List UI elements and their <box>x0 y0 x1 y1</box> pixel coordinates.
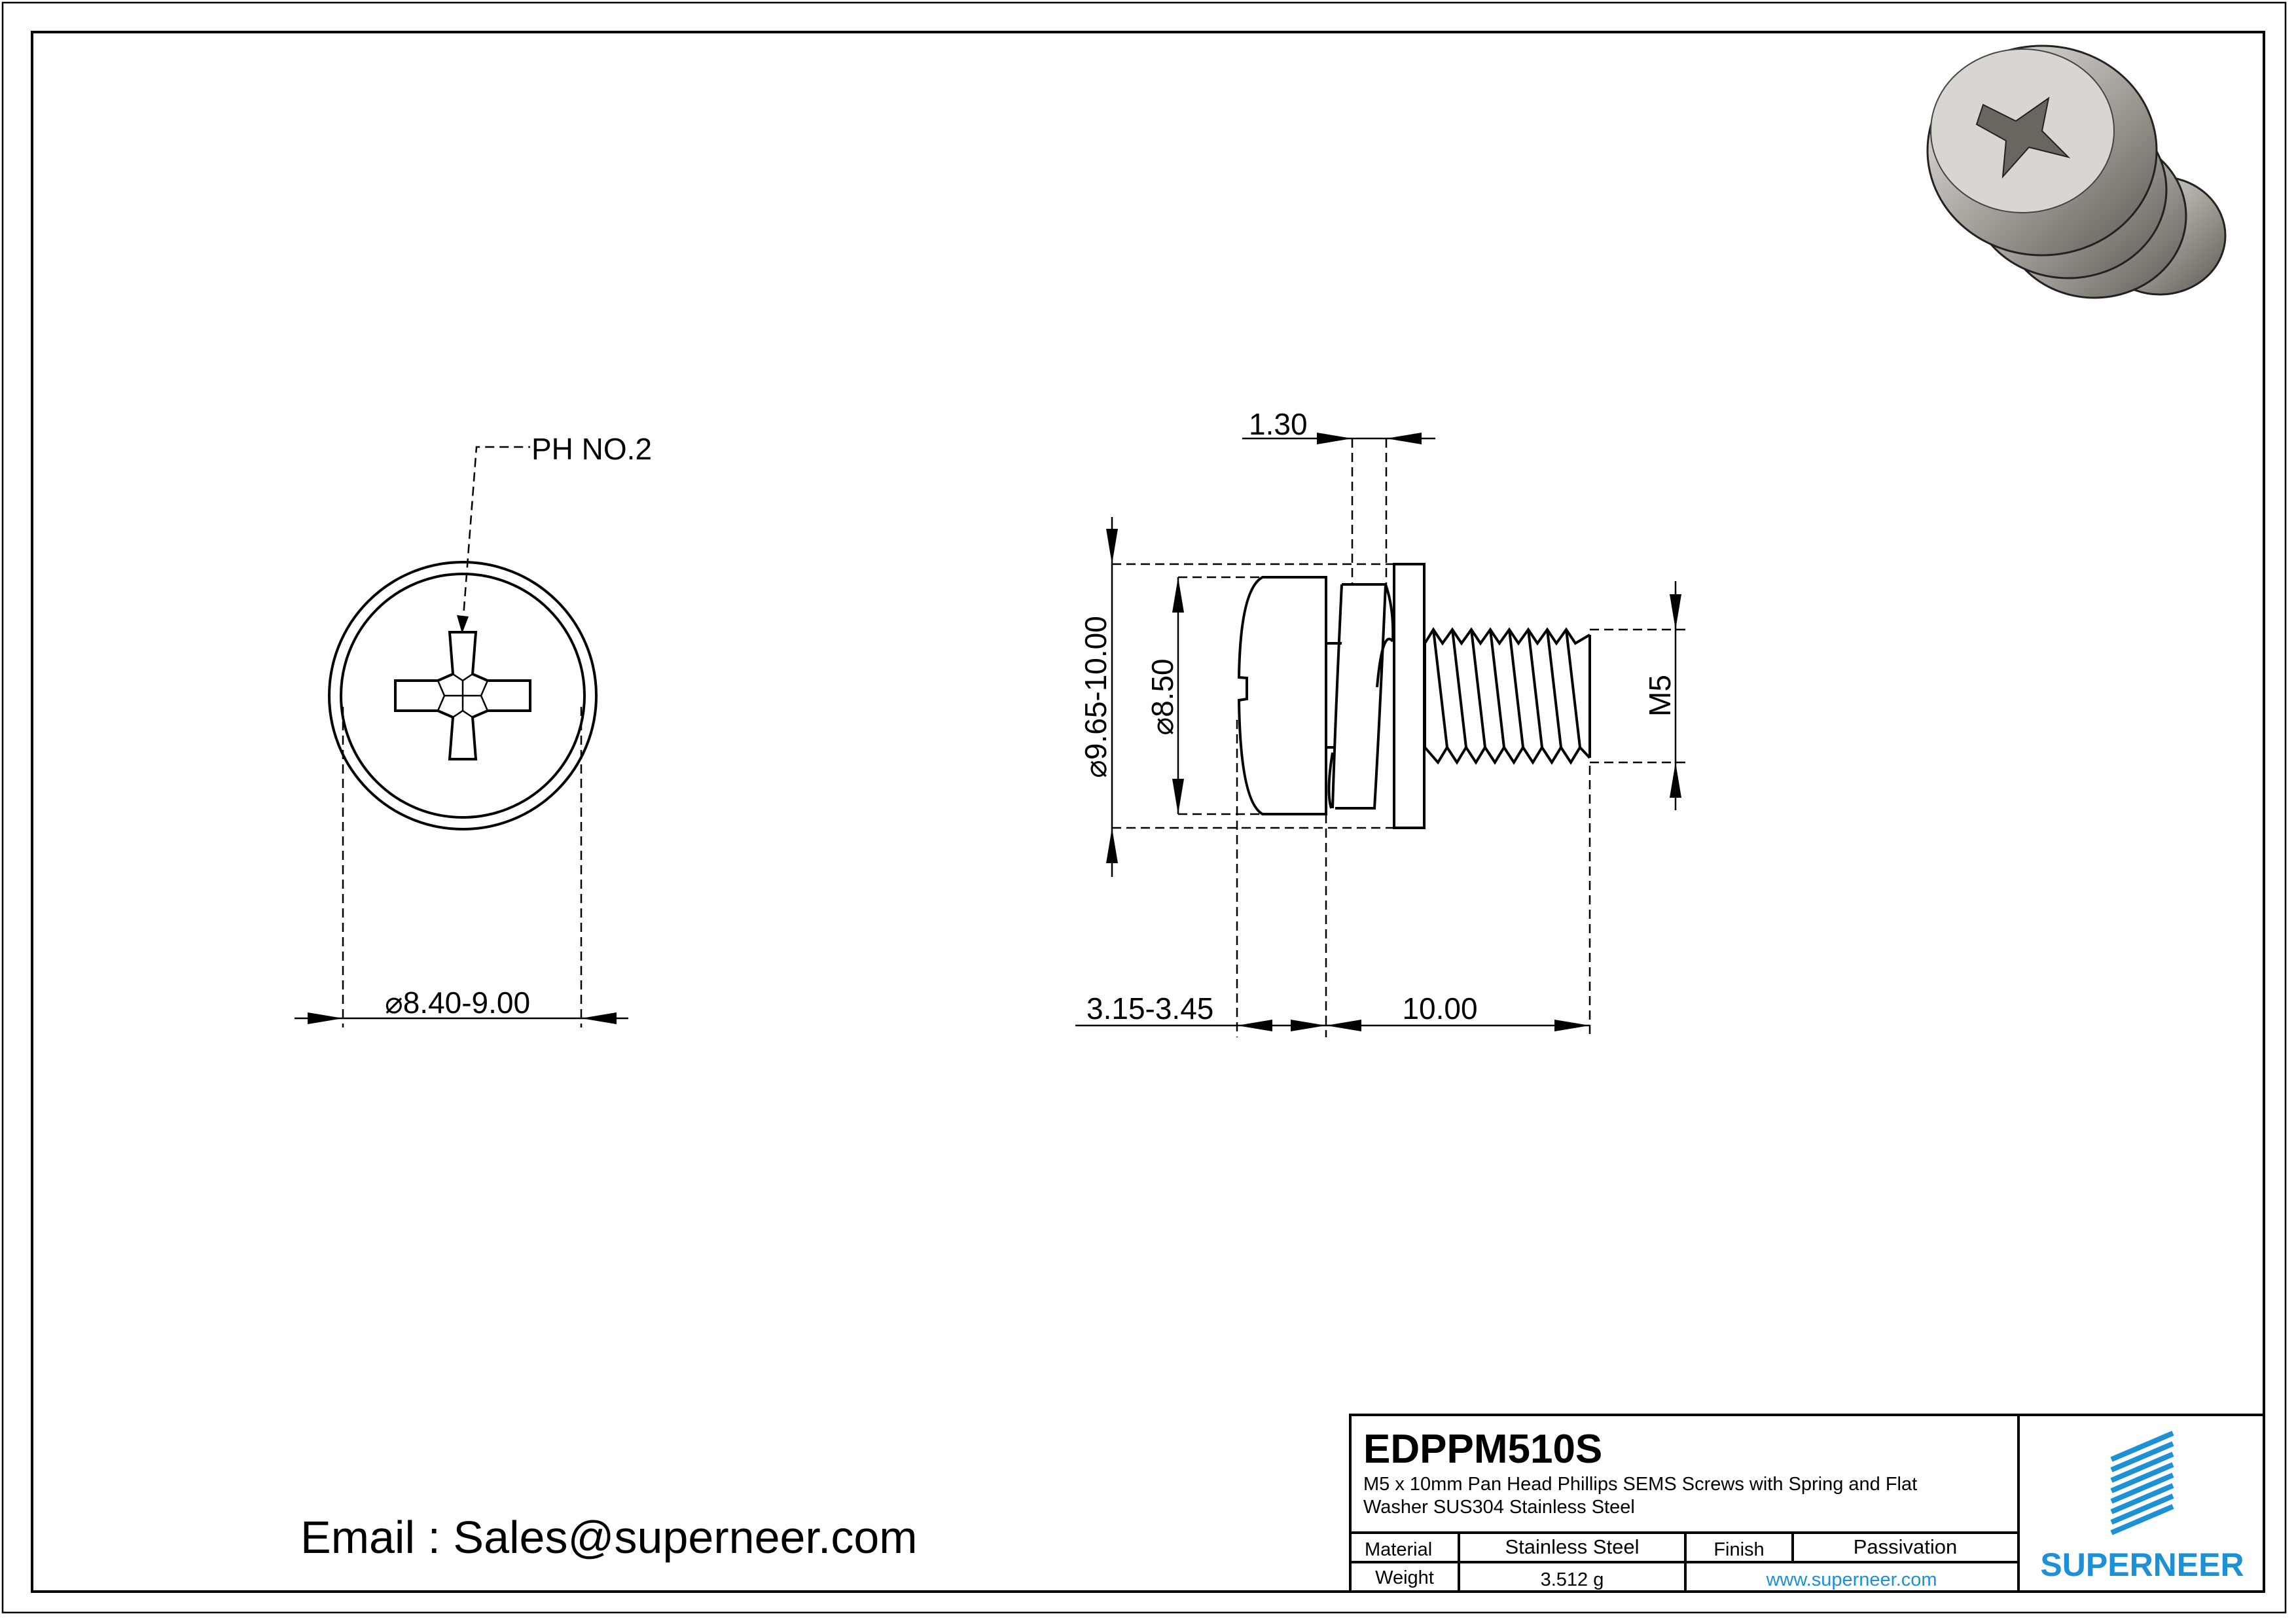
pan-head <box>1237 576 1327 815</box>
logo-stripe <box>2110 1483 2174 1514</box>
logo-stripe <box>2110 1452 2174 1483</box>
thread-size-dim: M5 <box>1643 675 1677 717</box>
lock-washer-thickness-dim: 1.30 <box>1249 407 1308 441</box>
logo-stripe <box>2110 1431 2174 1462</box>
diameter-symbol: ⌀ <box>385 986 403 1020</box>
lock-washer-diameter-dim: 8.50 <box>1145 658 1179 717</box>
drawing-border <box>31 31 2265 1593</box>
spring-washer <box>1326 583 1395 810</box>
material-label: Material <box>1365 1539 1432 1560</box>
head-height-dim: 3.15-3.45 <box>1086 991 1213 1026</box>
side-view: 1.30 ⌀9.65-10.00 ⌀8.50 M5 3.15-3.45 10.0… <box>1075 407 1689 1037</box>
finish-label: Finish <box>1713 1539 1764 1560</box>
weight-label: Weight <box>1375 1567 1434 1588</box>
svg-text:⌀8.50: ⌀8.50 <box>1145 658 1179 735</box>
head-diameter-dim: 8.40-9.00 <box>403 986 530 1020</box>
svg-text:⌀8.40-9.00: ⌀8.40-9.00 <box>385 986 530 1020</box>
description-line1: M5 x 10mm Pan Head Phillips SEMS Screws … <box>1363 1474 1917 1495</box>
brand-name: SUPERNEER <box>2040 1546 2244 1583</box>
logo-stripe <box>2110 1504 2174 1535</box>
logo-stripe <box>2110 1462 2174 1493</box>
description-line2: Washer SUS304 Stainless Steel <box>1363 1497 1635 1518</box>
flat-washer-diameter-dim: 9.65-10.00 <box>1079 616 1113 760</box>
thread <box>1424 627 1591 765</box>
flat-washer <box>1393 563 1426 829</box>
finish-value: Passivation <box>1854 1535 1958 1558</box>
material-value: Stainless Steel <box>1505 1535 1639 1558</box>
contact-email: Email : Sales@superneer.com <box>300 1512 918 1563</box>
website-link[interactable]: www.superneer.com <box>1765 1569 1937 1590</box>
diameter-symbol: ⌀ <box>1079 760 1113 778</box>
logo-stripe <box>2110 1472 2174 1504</box>
weight-value: 3.512 g <box>1541 1569 1604 1590</box>
logo-stripe <box>2110 1441 2174 1472</box>
front-view: PH NO.2 ⌀8.40-9.00 <box>295 432 652 1027</box>
part-number: EDPPM510S <box>1363 1427 1602 1472</box>
phillips-recess <box>394 631 531 760</box>
superneer-logo-icon <box>2110 1431 2174 1535</box>
logo-stripe <box>2110 1493 2174 1525</box>
length-dim: 10.00 <box>1402 991 1477 1026</box>
diameter-symbol: ⌀ <box>1145 717 1179 736</box>
screw-3d-render <box>1926 45 2227 299</box>
drive-type-label: PH NO.2 <box>531 432 652 466</box>
svg-text:⌀9.65-10.00: ⌀9.65-10.00 <box>1079 616 1113 778</box>
title-block: EDPPM510S M5 x 10mm Pan Head Phillips SE… <box>1349 1414 2265 1593</box>
